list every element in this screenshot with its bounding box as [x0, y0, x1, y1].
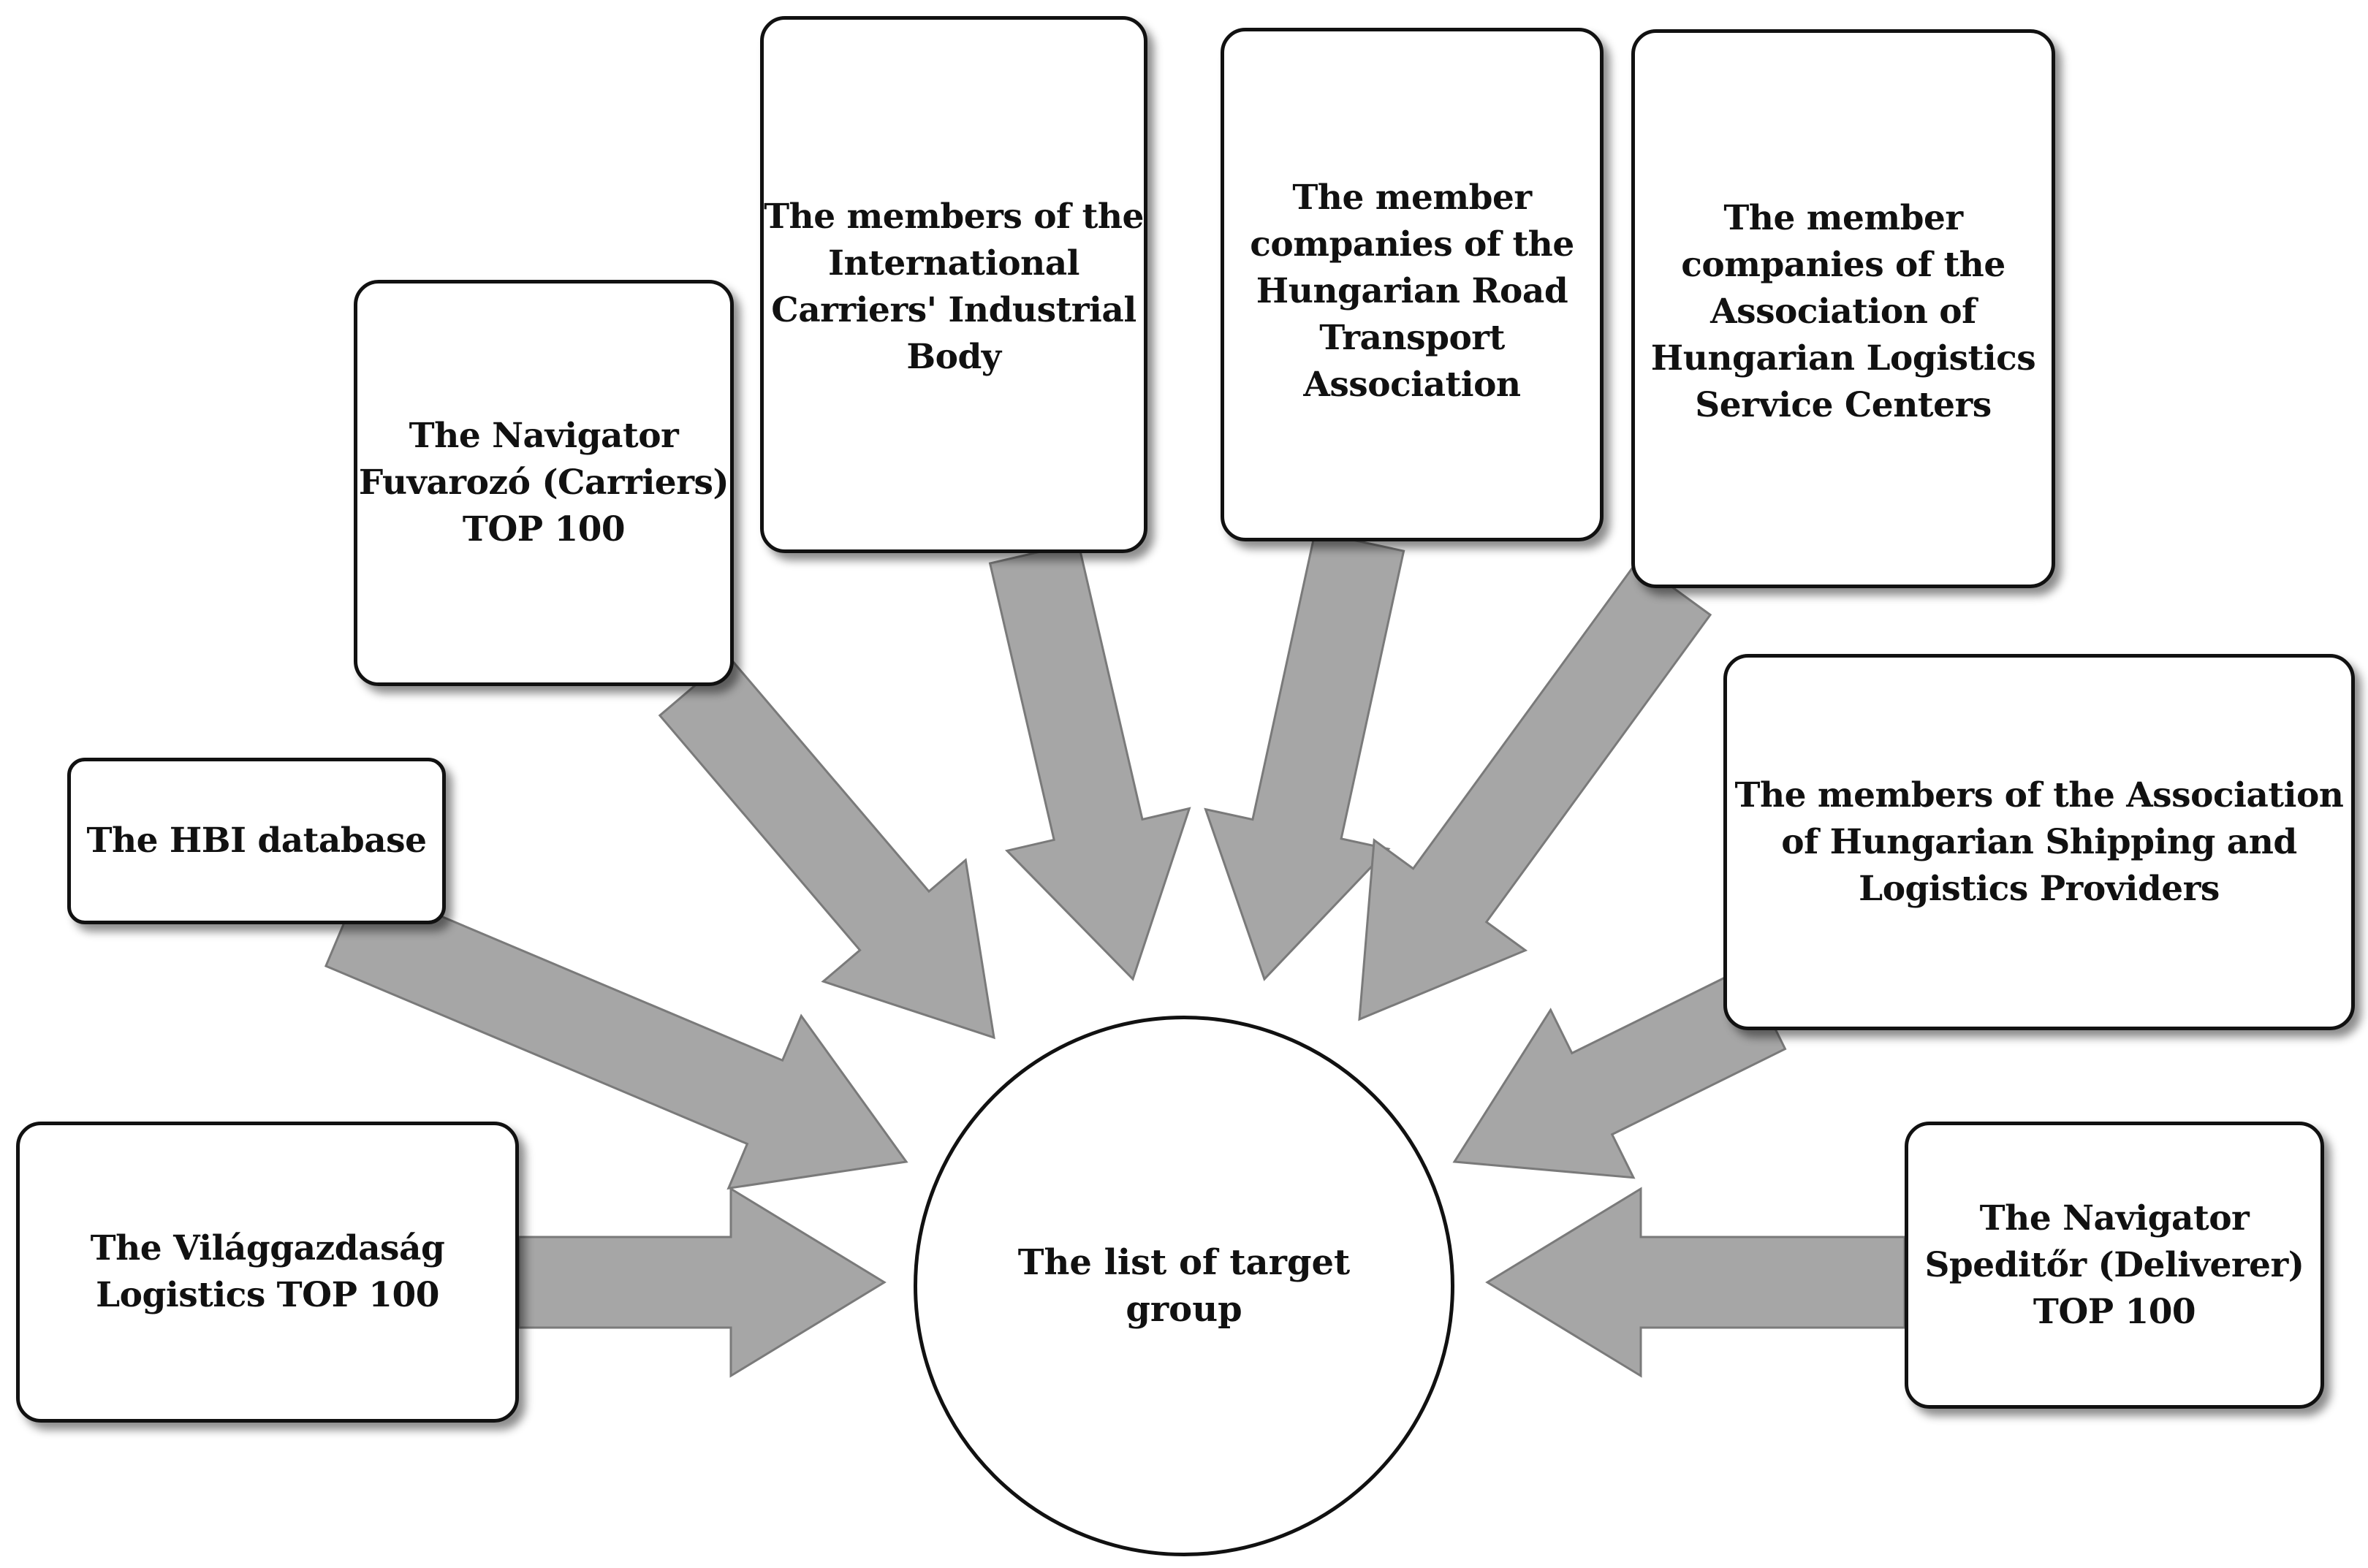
- source-label-international-carriers: The members of the International Carrier…: [764, 197, 1144, 377]
- arrow-navigator-carriers: [658, 655, 995, 1040]
- target-group-circle: The list of target group: [914, 1016, 1454, 1556]
- arrow-logistics-service-centers: [1358, 560, 1712, 1021]
- arrow-vilaggazdasag: [517, 1187, 887, 1378]
- arrow-international-carriers: [988, 541, 1191, 981]
- source-label-vilaggazdasag: The Világgazdaság Logistics TOP 100: [90, 1228, 445, 1315]
- source-label-hungarian-road: The member companies of the Hungarian Ro…: [1250, 178, 1574, 405]
- source-box-shipping-logistics: The members of the Association of Hungar…: [1723, 654, 2355, 1030]
- target-group-label: The list of target group: [1017, 1242, 1351, 1330]
- arrow-hungarian-road: [1204, 530, 1405, 981]
- source-label-navigator-carriers: The Navigator Fuvarozó (Carriers) TOP 10…: [358, 416, 729, 549]
- source-box-vilaggazdasag: The Világgazdaság Logistics TOP 100: [16, 1122, 519, 1423]
- source-box-navigator-deliverer: The Navigator Speditőr (Deliverer) TOP 1…: [1905, 1122, 2324, 1409]
- arrow-navigator-deliverer: [1485, 1187, 1906, 1378]
- source-box-international-carriers: The members of the International Carrier…: [760, 16, 1147, 553]
- source-label-logistics-service-centers: The member companies of the Association …: [1650, 198, 2036, 425]
- source-box-navigator-carriers: The Navigator Fuvarozó (Carriers) TOP 10…: [354, 280, 734, 686]
- arrow-shipping-logistics: [1452, 966, 1787, 1179]
- source-box-hungarian-road: The member companies of the Hungarian Ro…: [1221, 28, 1604, 541]
- source-box-hbi: The HBI database: [67, 758, 446, 924]
- source-label-shipping-logistics: The members of the Association of Hungar…: [1734, 775, 2344, 909]
- source-box-logistics-service-centers: The member companies of the Association …: [1631, 29, 2055, 588]
- source-label-navigator-deliverer: The Navigator Speditőr (Deliverer) TOP 1…: [1924, 1198, 2304, 1332]
- source-label-hbi: The HBI database: [86, 821, 427, 861]
